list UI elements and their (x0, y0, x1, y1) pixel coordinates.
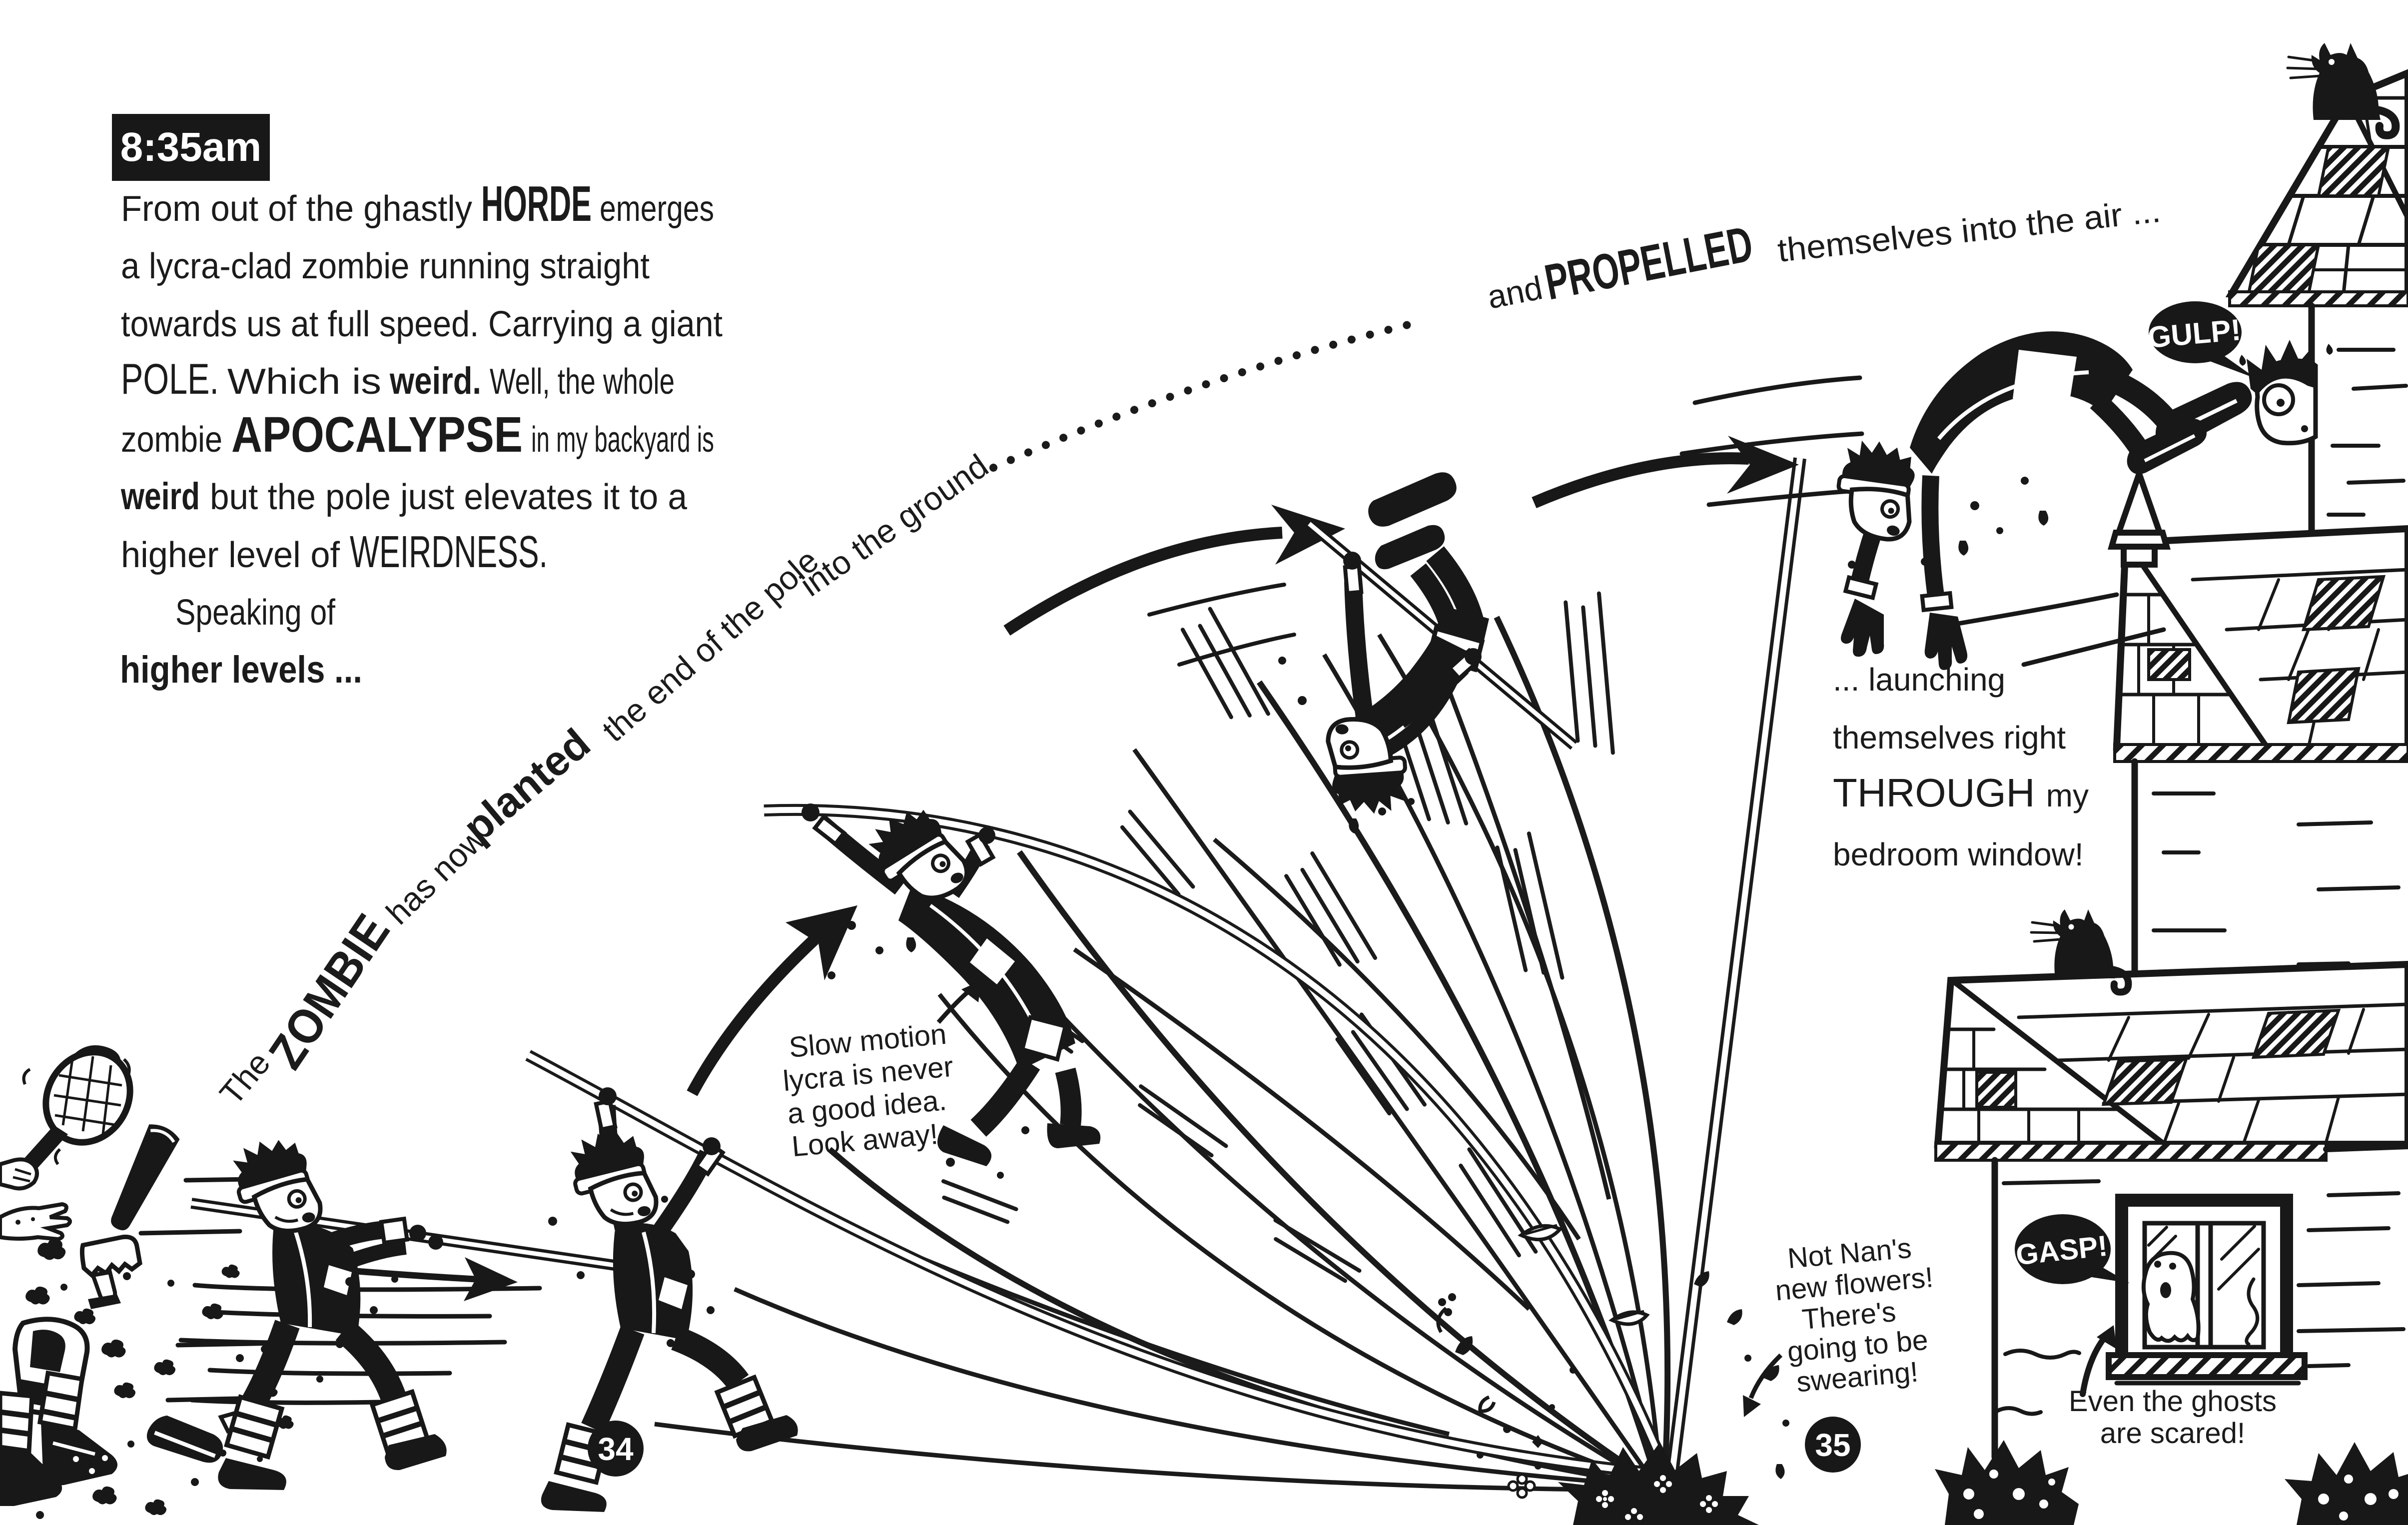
svg-text:but the pole just elevates it: but the pole just elevates it to a (210, 477, 688, 517)
svg-text:higher levels ...: higher levels ... (120, 649, 362, 691)
svg-text:Which is: Which is (227, 362, 381, 402)
svg-text:in my backyard is: in my backyard is (531, 420, 714, 460)
svg-text:8:35am: 8:35am (120, 124, 262, 170)
svg-text:Speaking of: Speaking of (175, 593, 336, 633)
svg-text:higher level of: higher level of (121, 535, 340, 575)
svg-text:... launching: ... launching (1833, 662, 2005, 698)
svg-text:weird.: weird. (389, 360, 481, 402)
svg-text:APOCALYPSE: APOCALYPSE (231, 407, 523, 463)
svg-text:emerges: emerges (600, 189, 714, 229)
svg-text:Even the ghosts: Even the ghosts (2069, 1385, 2277, 1418)
svg-text:zombie: zombie (121, 420, 222, 460)
svg-text:From out of the ghastly: From out of the ghastly (121, 189, 472, 229)
svg-text:themselves right: themselves right (1833, 720, 2066, 756)
svg-text:Well, the whole: Well, the whole (490, 362, 675, 402)
svg-text:35: 35 (1815, 1427, 1850, 1463)
svg-text:WEIRDNESS.: WEIRDNESS. (350, 527, 548, 577)
svg-text:GULP!: GULP! (2146, 313, 2242, 354)
svg-text:a lycra-clad zombie running st: a lycra-clad zombie running straight (121, 246, 650, 286)
svg-text:towards us at full speed. Carr: towards us at full speed. Carrying a gia… (121, 304, 723, 344)
svg-text:bedroom window!: bedroom window! (1833, 836, 2084, 872)
svg-text:HORDE: HORDE (481, 176, 592, 232)
svg-text:POLE.: POLE. (121, 355, 219, 403)
svg-text:are scared!: are scared! (2100, 1417, 2245, 1450)
svg-text:THROUGH my: THROUGH my (1833, 770, 2089, 815)
svg-text:weird: weird (120, 475, 200, 518)
svg-text:34: 34 (598, 1431, 634, 1467)
